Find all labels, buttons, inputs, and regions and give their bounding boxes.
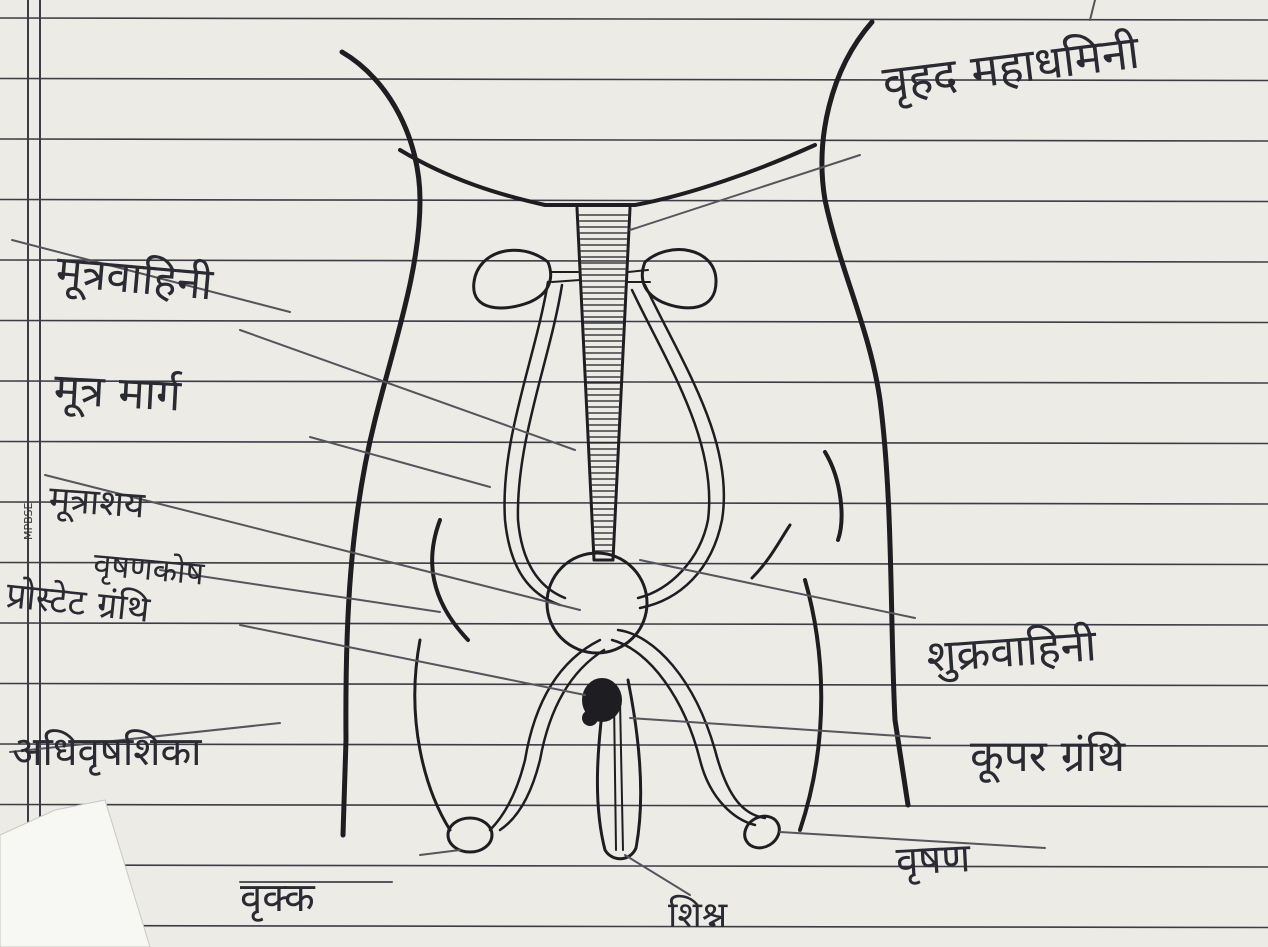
- label-shukravahini: शुक्रवाहिनी: [925, 624, 1098, 680]
- label-vrishankosh: वृषणकोष: [92, 548, 205, 590]
- leg-line-right: [800, 580, 821, 830]
- ruled-line: [0, 18, 1268, 20]
- kidney-left: [474, 250, 551, 308]
- renal-vessel-right: [628, 270, 650, 282]
- leg-line-left: [415, 640, 450, 830]
- ruled-line: [0, 321, 1268, 323]
- urethra: [614, 700, 623, 850]
- kidney-right: [642, 250, 716, 308]
- cowper-gland-dot: [582, 710, 598, 726]
- body-outline-left: [342, 52, 420, 835]
- mpbse-stamp: MPBSE: [22, 503, 35, 540]
- torn-paper-corner: [0, 800, 150, 947]
- ruled-lines: [0, 18, 1268, 928]
- ruled-line: [0, 684, 1268, 686]
- ruled-line: [0, 381, 1268, 383]
- ruled-line: [0, 200, 1268, 202]
- ruled-line: [0, 442, 1268, 444]
- vas-deferens-left-inner: [500, 650, 604, 830]
- testis-right: [739, 810, 785, 854]
- leader-cooper: [630, 718, 930, 738]
- label-mutravahini: मूत्रवाहिनी: [54, 250, 214, 308]
- leader-mutravahini-ext: [240, 330, 575, 450]
- groin-line-right: [752, 525, 790, 578]
- label-adhivrishanika: अधिवृषशिका: [12, 732, 202, 772]
- ruled-line: [0, 805, 1268, 807]
- ruled-line: [0, 502, 1268, 504]
- body-outline-right: [822, 22, 908, 805]
- thigh-line-right: [825, 452, 842, 540]
- testis-left: [448, 818, 492, 852]
- urinary-bladder: [547, 553, 647, 653]
- label-cooper: कूपर ग्रंथि: [970, 735, 1125, 779]
- renal-vessel-left: [550, 272, 580, 282]
- leader-mutramarg: [310, 437, 490, 487]
- ureter-left-inner: [518, 285, 565, 598]
- leader-shishna: [625, 855, 690, 895]
- ruled-line: [0, 865, 1268, 867]
- ruled-line: [0, 926, 1268, 928]
- leader-top: [1090, 0, 1095, 20]
- label-shishna: शिश्न: [668, 898, 727, 934]
- label-mutrashay: मूत्राशय: [47, 482, 145, 525]
- label-vrikka: वृक्क: [240, 878, 315, 918]
- ruled-line: [0, 139, 1268, 141]
- label-vrishan: वृषण: [895, 838, 971, 882]
- diaphragm-curve: [400, 145, 815, 205]
- label-mutramarg: मूत्र मार्ग: [53, 368, 182, 419]
- leader-vrikka: [420, 850, 460, 855]
